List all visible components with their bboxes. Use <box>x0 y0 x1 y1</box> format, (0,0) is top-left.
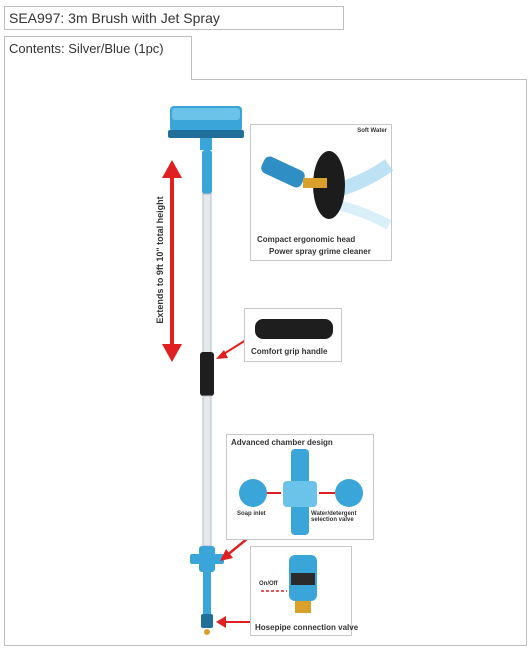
extends-arrow <box>162 160 182 362</box>
chamber-knob-right <box>214 554 224 564</box>
grip-sleeve <box>200 352 214 396</box>
product-panel <box>4 79 527 646</box>
hose-connector <box>201 614 213 628</box>
soap-inlet-caption: Soap inlet <box>237 511 266 517</box>
head-caption-2: Power spray grime cleaner <box>269 247 371 256</box>
pole-lower <box>202 395 212 547</box>
upper-collar <box>202 150 212 194</box>
chamber-image <box>239 449 363 535</box>
pole-upper <box>202 193 212 355</box>
chamber-callout: Advanced chamber design Soap inlet Water… <box>226 434 374 540</box>
chamber-knob-left <box>190 554 200 564</box>
selector-valve-caption: Water/detergent selection valve <box>311 511 357 523</box>
extends-label: Extends to 9ft 10" total height <box>155 196 165 324</box>
product-title: SEA997: 3m Brush with Jet Spray <box>4 6 344 30</box>
grip-pointer-arrow <box>216 339 247 359</box>
head-caption-1: Compact ergonomic head <box>257 235 356 244</box>
head-callout: Soft Water Compact ergonomic head Power … <box>250 124 394 261</box>
hose-pointer-arrow <box>216 616 250 628</box>
chamber-caption: Advanced chamber design <box>231 438 333 447</box>
chamber-body <box>199 546 215 572</box>
brush-head <box>168 106 244 150</box>
grip-callout: Comfort grip handle <box>244 308 342 362</box>
hose-valve-image <box>261 555 317 613</box>
hose-caption: Hosepipe connection valve <box>255 623 359 632</box>
grip-image <box>255 319 333 339</box>
grip-caption: Comfort grip handle <box>251 347 328 356</box>
lower-tube <box>203 572 211 614</box>
head-corner-label: Soft Water <box>357 128 387 134</box>
onoff-caption: On/Off <box>259 581 278 587</box>
spray-head-image <box>261 151 394 230</box>
hose-callout: On/Off Hosepipe connection valve <box>250 546 358 636</box>
contents-label: Contents: Silver/Blue (1pc) <box>4 36 192 80</box>
